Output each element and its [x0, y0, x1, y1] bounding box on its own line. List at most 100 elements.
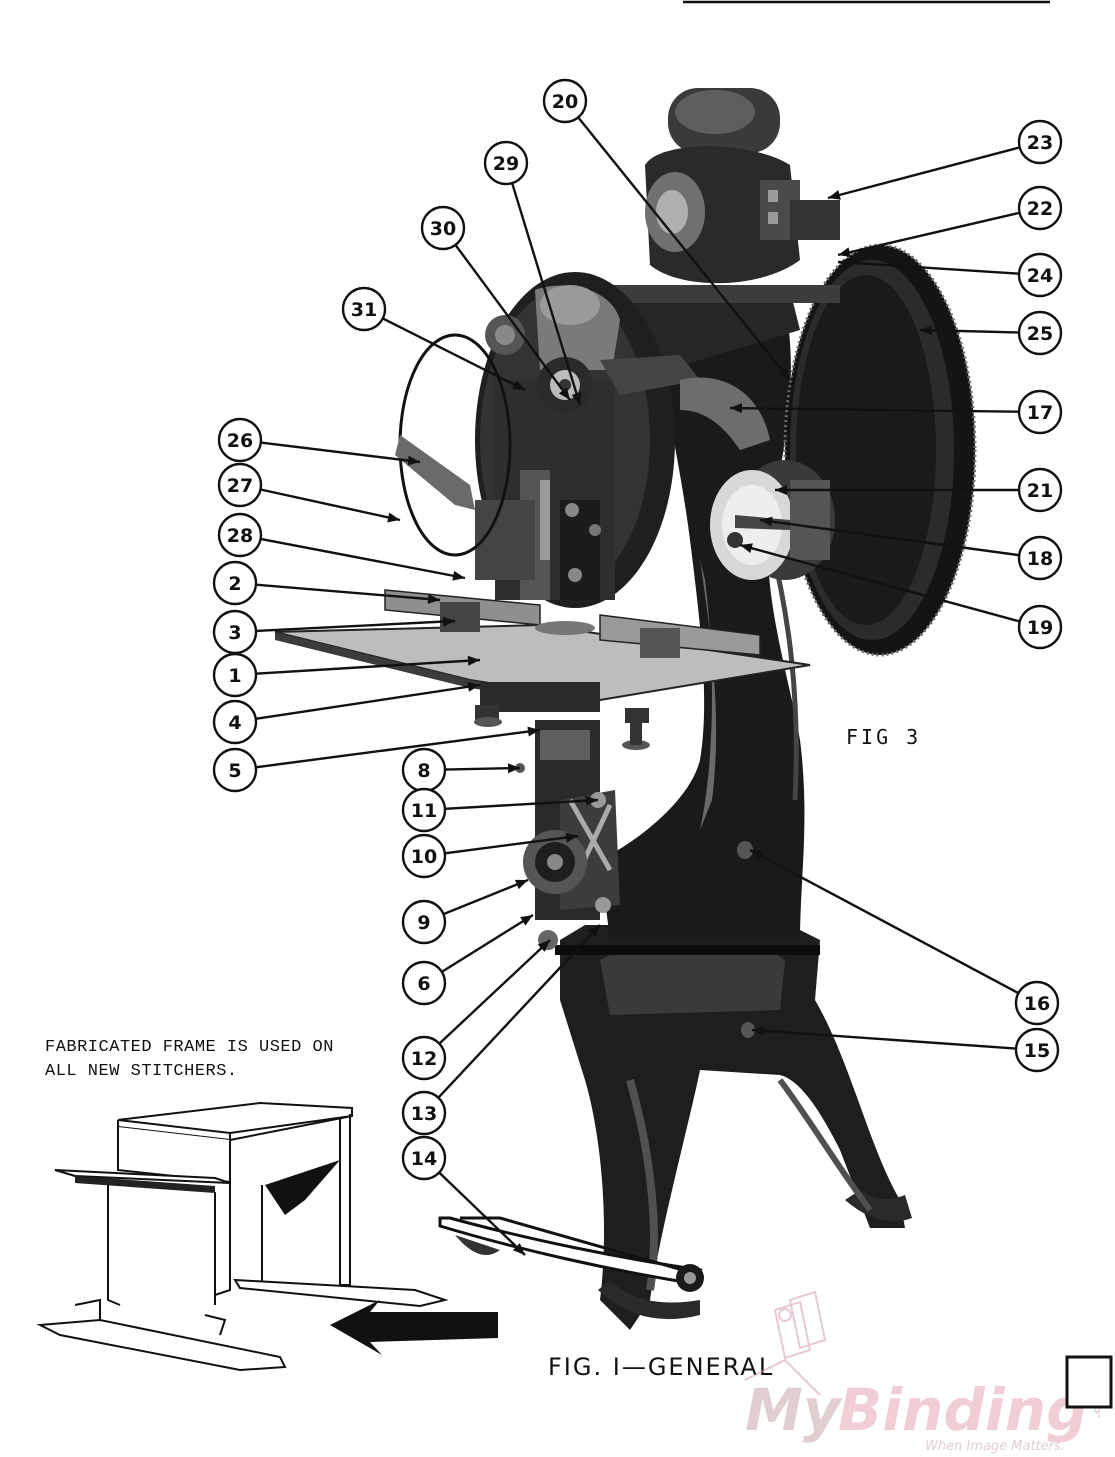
page-number-box [1065, 1355, 1113, 1409]
leader-12 [438, 939, 551, 1045]
leader-30 [454, 244, 571, 401]
callout-5-number: 5 [228, 760, 241, 782]
callout-17-circle [1017, 389, 1063, 435]
fabricated-frame-drawing [36, 1101, 449, 1372]
arrowhead-31 [512, 380, 525, 390]
callout-23-number: 23 [1027, 132, 1053, 154]
callout-13-circle [401, 1090, 447, 1136]
callout-19-circle [1017, 604, 1063, 650]
arrowhead-28 [452, 570, 465, 581]
arrowhead-17 [730, 403, 743, 414]
callout-28-circle [217, 512, 263, 558]
main-frame-column [600, 290, 805, 940]
leader-4 [255, 683, 481, 721]
callout-25-number: 25 [1027, 323, 1053, 345]
leader-28 [260, 537, 466, 580]
callout-4-number: 4 [228, 712, 241, 734]
leader-31 [382, 317, 526, 392]
callout-6-circle [401, 960, 447, 1006]
callout-16-number: 16 [1024, 993, 1050, 1015]
leader-3 [255, 619, 456, 633]
frame-shadow [265, 1160, 340, 1215]
callout-14-number: 14 [411, 1148, 437, 1170]
callout-26-circle [217, 417, 263, 463]
callout-5-circle [212, 747, 258, 793]
callout-2-number: 2 [228, 573, 241, 595]
arrowhead-5 [527, 726, 540, 737]
callout-26-number: 26 [227, 430, 253, 452]
callout-2: 2 [212, 560, 258, 606]
callout-23-circle [1017, 119, 1063, 165]
callout-21-circle [1017, 467, 1063, 513]
callout-4-circle [212, 699, 258, 745]
leader-27 [260, 488, 401, 522]
callout-5: 5 [212, 747, 258, 793]
leader-16 [749, 848, 1020, 995]
callout-30-number: 30 [430, 218, 456, 240]
frame-top [117, 1101, 353, 1135]
callout-28-number: 28 [227, 525, 253, 547]
callout-1-number: 1 [228, 665, 241, 687]
arrowhead-23 [828, 190, 841, 200]
callout-1-circle [212, 652, 258, 698]
callout-29: 29 [483, 140, 529, 186]
callout-15-number: 15 [1024, 1040, 1050, 1062]
note-line-2: ALL NEW STITCHERS. [45, 1062, 238, 1081]
callout-21: 21 [1017, 467, 1063, 513]
callout-29-number: 29 [493, 153, 519, 175]
arrowhead-14 [512, 1243, 525, 1255]
arrowhead-15 [752, 1025, 765, 1036]
callout-19: 19 [1017, 604, 1063, 650]
callout-22: 22 [1017, 185, 1063, 231]
callout-31: 31 [341, 286, 387, 332]
arrowhead-30 [558, 387, 570, 400]
callout-8-number: 8 [417, 760, 430, 782]
arrowhead-6 [520, 915, 533, 926]
callout-29-circle [483, 140, 529, 186]
callout-1: 1 [212, 652, 258, 698]
callout-10-circle [401, 833, 447, 879]
pedestal-base [560, 925, 905, 1330]
callout-4: 4 [212, 699, 258, 745]
callout-18: 18 [1017, 535, 1063, 581]
leader-8 [444, 766, 521, 771]
spool-bracket [395, 435, 475, 510]
arrowhead-29 [571, 392, 582, 405]
arrowhead-16 [750, 850, 763, 861]
callout-28: 28 [217, 512, 263, 558]
leader-15 [751, 1028, 1017, 1050]
arrowhead-22 [838, 247, 851, 258]
arrowhead-8 [507, 763, 520, 774]
leader-20 [577, 116, 791, 381]
callout-10: 10 [401, 833, 447, 879]
arrowhead-1 [467, 655, 480, 666]
arrowhead-12 [537, 940, 550, 952]
callout-13: 13 [401, 1090, 447, 1136]
callout-15-circle [1014, 1027, 1060, 1073]
leader-6 [441, 913, 534, 973]
callout-22-circle [1017, 185, 1063, 231]
callout-8: 8 [401, 747, 447, 793]
callout-11-number: 11 [411, 800, 437, 822]
leader-10 [444, 834, 579, 855]
leader-25 [919, 328, 1020, 334]
callout-20: 20 [542, 78, 588, 124]
callout-25: 25 [1017, 310, 1063, 356]
figure-caption: FIG. I—GENERAL [548, 1353, 774, 1381]
callout-16-circle [1014, 980, 1060, 1026]
callout-26: 26 [217, 417, 263, 463]
base-left-foot [598, 1280, 700, 1320]
callout-19-number: 19 [1027, 617, 1053, 639]
clincher-opening [535, 621, 595, 635]
callout-12-circle [401, 1035, 447, 1081]
arrowhead-24 [838, 257, 851, 268]
arrowhead-3 [442, 616, 455, 627]
stitcher-machine-illustration [274, 88, 977, 1330]
callout-6: 6 [401, 960, 447, 1006]
callout-11: 11 [401, 787, 447, 833]
arrowhead-9 [515, 879, 528, 890]
frame-left-foot [36, 1318, 287, 1372]
leader-11 [444, 798, 599, 810]
